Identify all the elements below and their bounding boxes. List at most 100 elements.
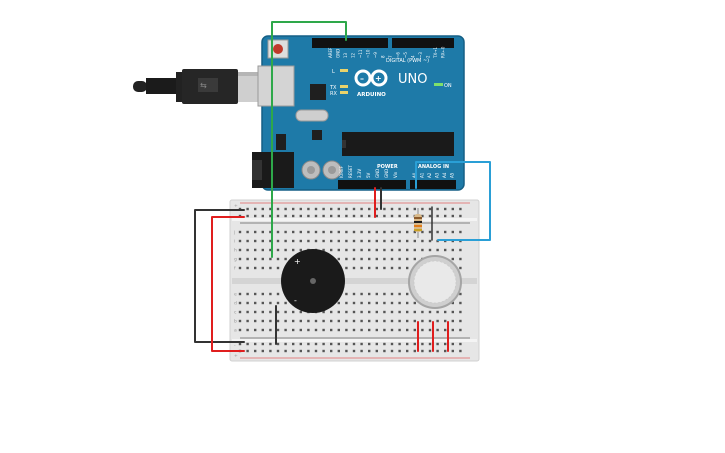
rail-hole-bottom[interactable] <box>451 349 454 353</box>
rail-hole-bottom[interactable] <box>444 349 447 353</box>
rail-hole-top[interactable] <box>269 207 272 211</box>
terminal-hole-top[interactable] <box>299 230 302 234</box>
terminal-hole-top[interactable] <box>383 257 386 261</box>
rail-hole-bottom[interactable] <box>375 349 378 353</box>
terminal-hole-top[interactable] <box>375 266 378 270</box>
terminal-hole-top[interactable] <box>352 230 356 234</box>
terminal-hole-bottom[interactable] <box>322 310 325 314</box>
terminal-hole-top[interactable] <box>322 230 325 234</box>
rail-hole-bottom[interactable] <box>314 342 318 346</box>
terminal-hole-top[interactable] <box>269 248 272 252</box>
terminal-hole-bottom[interactable] <box>406 301 409 305</box>
terminal-hole-top[interactable] <box>238 248 242 252</box>
terminal-hole-top[interactable] <box>330 239 333 243</box>
terminal-hole-top[interactable] <box>368 248 371 252</box>
rail-hole-top[interactable] <box>390 214 394 218</box>
rail-hole-bottom[interactable] <box>413 349 416 353</box>
terminal-hole-bottom[interactable] <box>261 319 264 323</box>
terminal-hole-bottom[interactable] <box>421 328 424 332</box>
terminal-hole-bottom[interactable] <box>413 310 416 314</box>
terminal-hole-top[interactable] <box>261 239 264 243</box>
rail-hole-top[interactable] <box>276 214 280 218</box>
terminal-hole-top[interactable] <box>413 248 416 252</box>
terminal-hole-bottom[interactable] <box>269 292 272 296</box>
terminal-hole-top[interactable] <box>413 257 416 261</box>
terminal-hole-bottom[interactable] <box>269 328 272 332</box>
terminal-hole-bottom[interactable] <box>352 328 356 332</box>
terminal-hole-top[interactable] <box>246 248 249 252</box>
terminal-hole-top[interactable] <box>345 257 348 261</box>
terminal-hole-top[interactable] <box>330 230 333 234</box>
terminal-hole-top[interactable] <box>261 230 264 234</box>
rail-hole-top[interactable] <box>246 214 249 218</box>
rail-hole-bottom[interactable] <box>307 342 310 346</box>
rail-hole-top[interactable] <box>284 214 287 218</box>
rail-hole-top[interactable] <box>375 207 378 211</box>
rail-hole-top[interactable] <box>451 207 454 211</box>
rail-hole-top[interactable] <box>276 207 280 211</box>
terminal-hole-top[interactable] <box>406 266 409 270</box>
rail-hole-bottom[interactable] <box>322 349 325 353</box>
terminal-hole-top[interactable] <box>383 239 386 243</box>
terminal-hole-top[interactable] <box>421 230 424 234</box>
rail-hole-bottom[interactable] <box>390 349 394 353</box>
terminal-hole-top[interactable] <box>345 248 348 252</box>
terminal-hole-bottom[interactable] <box>284 328 287 332</box>
rail-hole-top[interactable] <box>459 214 462 218</box>
terminal-hole-top[interactable] <box>238 257 242 261</box>
rail-hole-bottom[interactable] <box>345 342 348 346</box>
rail-hole-bottom[interactable] <box>428 349 432 353</box>
rail-hole-bottom[interactable] <box>246 349 249 353</box>
terminal-hole-bottom[interactable] <box>276 328 280 332</box>
terminal-hole-bottom[interactable] <box>406 310 409 314</box>
terminal-hole-bottom[interactable] <box>406 319 409 323</box>
rail-hole-top[interactable] <box>398 207 401 211</box>
terminal-hole-bottom[interactable] <box>413 328 416 332</box>
terminal-hole-top[interactable] <box>246 257 249 261</box>
terminal-hole-bottom[interactable] <box>368 301 371 305</box>
terminal-hole-top[interactable] <box>352 266 356 270</box>
terminal-hole-top[interactable] <box>406 239 409 243</box>
terminal-hole-top[interactable] <box>360 239 363 243</box>
terminal-hole-bottom[interactable] <box>269 301 272 305</box>
terminal-hole-bottom[interactable] <box>398 319 401 323</box>
terminal-hole-bottom[interactable] <box>276 301 280 305</box>
rail-hole-top[interactable] <box>436 214 439 218</box>
rail-hole-top[interactable] <box>428 214 432 218</box>
terminal-hole-top[interactable] <box>368 266 371 270</box>
rail-hole-bottom[interactable] <box>292 349 295 353</box>
terminal-hole-bottom[interactable] <box>246 319 249 323</box>
terminal-hole-bottom[interactable] <box>292 310 295 314</box>
terminal-hole-bottom[interactable] <box>269 319 272 323</box>
terminal-hole-top[interactable] <box>436 239 439 243</box>
rail-hole-bottom[interactable] <box>276 342 280 346</box>
rail-hole-top[interactable] <box>254 214 257 218</box>
terminal-hole-top[interactable] <box>269 266 272 270</box>
terminal-hole-bottom[interactable] <box>261 328 264 332</box>
rail-hole-top[interactable] <box>375 214 378 218</box>
terminal-hole-bottom[interactable] <box>368 328 371 332</box>
terminal-hole-bottom[interactable] <box>459 310 462 314</box>
terminal-hole-bottom[interactable] <box>390 301 394 305</box>
rail-hole-top[interactable] <box>406 214 409 218</box>
rail-hole-top[interactable] <box>261 214 264 218</box>
terminal-hole-bottom[interactable] <box>444 310 447 314</box>
terminal-hole-bottom[interactable] <box>345 328 348 332</box>
terminal-hole-top[interactable] <box>254 266 257 270</box>
rail-hole-bottom[interactable] <box>360 349 363 353</box>
rail-hole-top[interactable] <box>444 214 447 218</box>
terminal-hole-bottom[interactable] <box>398 292 401 296</box>
terminal-hole-top[interactable] <box>238 230 242 234</box>
terminal-hole-top[interactable] <box>459 257 462 261</box>
terminal-hole-top[interactable] <box>421 248 424 252</box>
terminal-hole-top[interactable] <box>284 239 287 243</box>
terminal-hole-bottom[interactable] <box>360 301 363 305</box>
terminal-hole-top[interactable] <box>398 257 401 261</box>
terminal-hole-top[interactable] <box>269 239 272 243</box>
terminal-hole-top[interactable] <box>360 248 363 252</box>
rail-hole-top[interactable] <box>383 207 386 211</box>
rail-hole-bottom[interactable] <box>307 349 310 353</box>
rail-hole-bottom[interactable] <box>383 342 386 346</box>
terminal-hole-top[interactable] <box>451 257 454 261</box>
rail-hole-bottom[interactable] <box>398 342 401 346</box>
